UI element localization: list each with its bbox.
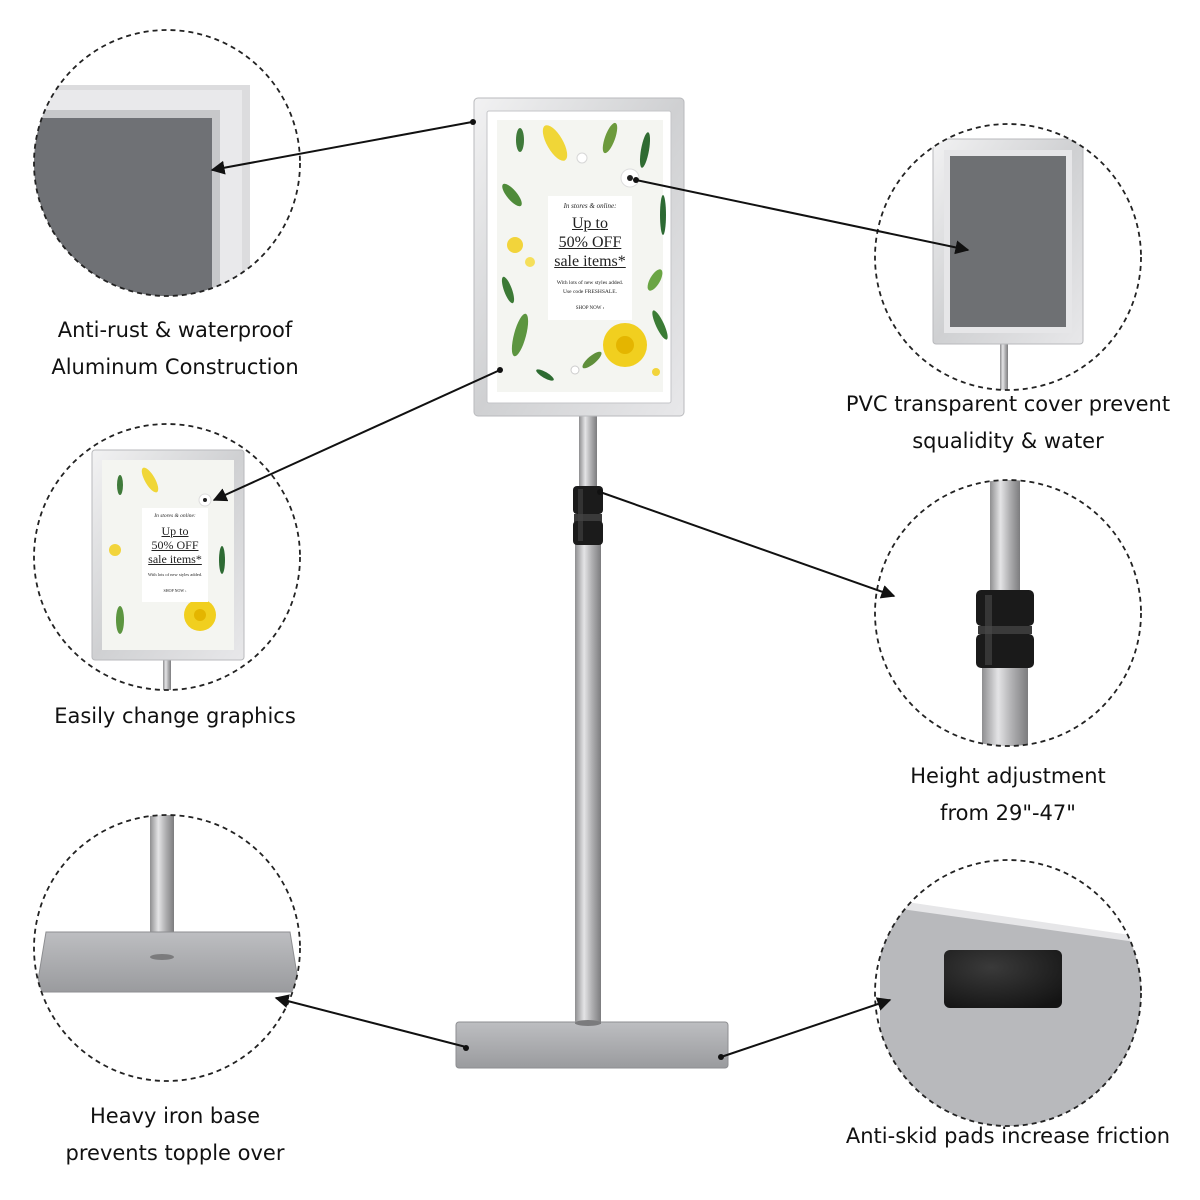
caption-antiskid-line-1: Anti-skid pads increase friction: [845, 1124, 1171, 1148]
arrow-aluminum: [210, 121, 473, 175]
inset-pvc: [874, 123, 1142, 391]
poster-cta: SHOP NOW ›: [575, 306, 605, 311]
arrow-pvc: [635, 179, 970, 255]
arrow-base: [274, 994, 467, 1048]
inset-poster-headline-2: 50% OFF: [151, 538, 199, 552]
inset-antiskid: [874, 859, 1142, 1127]
arrow-height: [599, 491, 896, 599]
height-clamp: [573, 486, 603, 545]
caption-height: Height adjustment from 29"-47": [858, 758, 1158, 832]
anti-skid-pad: [944, 950, 1062, 1008]
inset-poster-headline-3: sale items*: [148, 552, 202, 566]
caption-aluminum-line-2: Aluminum Construction: [51, 355, 299, 379]
caption-base: Heavy iron base prevents topple over: [25, 1098, 325, 1172]
callout-arrows: [210, 119, 970, 1060]
caption-antiskid: Anti-skid pads increase friction: [828, 1118, 1188, 1155]
inset-poster-cta: SHOP NOW ›: [163, 588, 187, 593]
sign-stand: [455, 97, 729, 1069]
poster-text-card: [548, 196, 632, 320]
stand-base: [455, 1021, 729, 1069]
caption-height-line-1: Height adjustment: [910, 764, 1106, 788]
inset-poster-fine-1: With lots of new styles added.: [147, 572, 203, 577]
caption-height-line-2: from 29"-47": [940, 801, 1076, 825]
stand-upper-pole: [579, 415, 597, 495]
poster-kicker: In stores & online:: [563, 202, 617, 210]
poster-headline-2: 50% OFF: [558, 234, 622, 251]
poster-headline-3: sale items*: [554, 253, 626, 270]
poster-headline-1: Up to: [572, 215, 608, 232]
caption-pvc: PVC transparent cover prevent squalidity…: [828, 386, 1188, 460]
inset-poster-headline-1: Up to: [161, 524, 189, 538]
poster-foliage: [501, 122, 668, 381]
arrow-antiskid: [720, 997, 892, 1058]
inset-poster-kicker: In stores & online:: [154, 513, 196, 519]
inset-base: [33, 814, 301, 1082]
caption-aluminum: Anti-rust & waterproof Aluminum Construc…: [25, 312, 325, 386]
poster-fine-2: Use code FRESHSALE.: [563, 289, 617, 295]
caption-graphics: Easily change graphics: [20, 698, 330, 735]
stand-lower-pole: [575, 540, 601, 1024]
caption-graphics-line-1: Easily change graphics: [54, 704, 296, 728]
inset-aluminum: [33, 29, 301, 297]
arrow-graphics: [212, 369, 501, 502]
inset-height: [874, 479, 1142, 747]
caption-pvc-line-2: squalidity & water: [912, 429, 1104, 453]
caption-base-line-2: prevents topple over: [65, 1141, 285, 1165]
caption-base-line-1: Heavy iron base: [89, 1104, 260, 1128]
caption-pvc-line-1: PVC transparent cover prevent: [845, 392, 1171, 416]
caption-aluminum-line-1: Anti-rust & waterproof: [57, 318, 293, 342]
inset-graphics: [33, 423, 301, 691]
poster-fine-1: With lots of new styles added.: [556, 280, 624, 286]
